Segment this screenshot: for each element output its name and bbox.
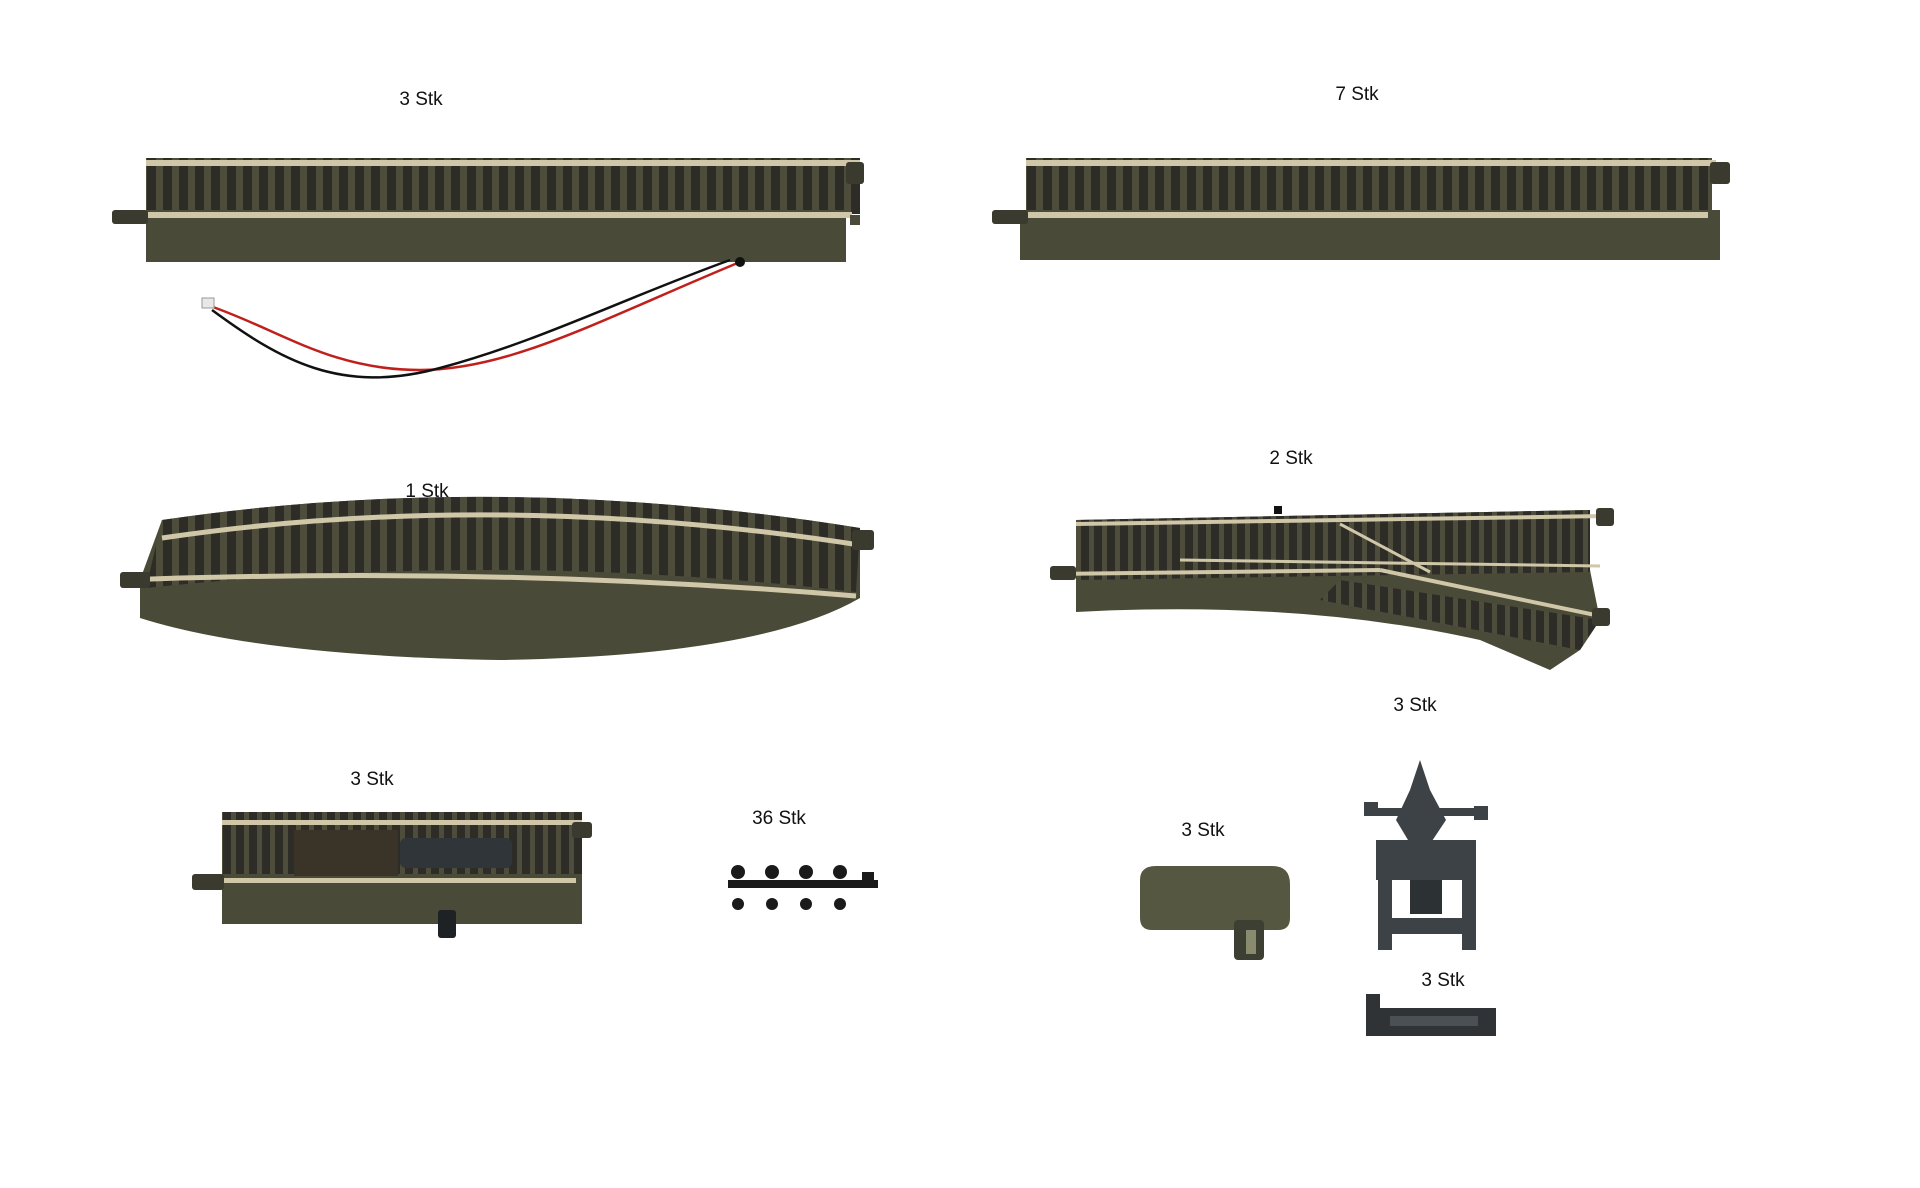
label-uncoupler-track: 3 Stk (350, 769, 394, 790)
turnout (1050, 506, 1614, 670)
buffer-cap (1140, 866, 1290, 960)
label-turnout-motor: 3 Stk (1393, 695, 1437, 716)
straight-feeder-track (112, 158, 864, 262)
label-rail-joiners: 36 Stk (752, 808, 806, 829)
rail-joiners (728, 865, 878, 910)
label-curved-track: 1 Stk (405, 481, 449, 502)
label-turnout: 2 Stk (1269, 448, 1313, 469)
mounting-plate (1366, 994, 1496, 1036)
label-buffer-cap: 3 Stk (1181, 820, 1225, 841)
label-straight-feeder-track: 3 Stk (399, 89, 443, 110)
turnout-motor (1364, 760, 1488, 950)
label-mounting-plate: 3 Stk (1421, 970, 1465, 991)
straight-track (992, 158, 1730, 260)
curved-track (120, 496, 874, 660)
label-straight-track: 7 Stk (1335, 84, 1379, 105)
feeder-wire (201, 257, 745, 379)
uncoupler-track (192, 812, 592, 938)
